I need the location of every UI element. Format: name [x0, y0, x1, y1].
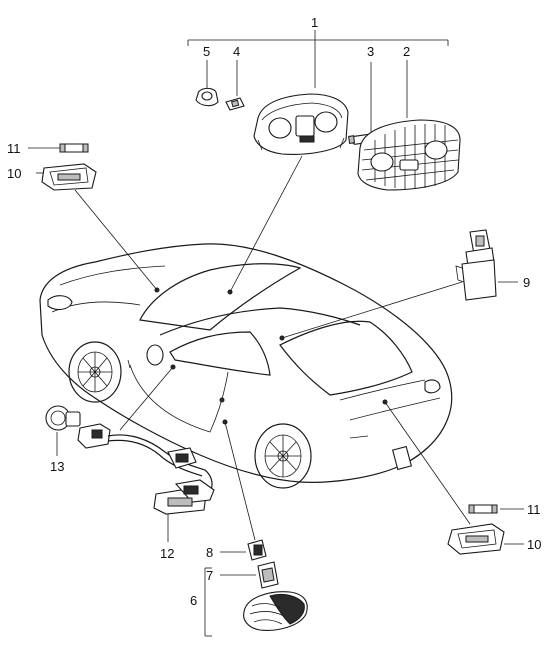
part-6-sill-light-assembly [204, 567, 308, 637]
callout-9: 9 [523, 275, 530, 290]
part-2-lens-cover [357, 60, 461, 191]
callout-7: 7 [206, 568, 213, 583]
callout-11-lower: 11 [527, 502, 541, 517]
callout-10-upper: 10 [7, 166, 21, 181]
part-12-connector [153, 479, 215, 542]
part-1-interior-light-housing [253, 93, 349, 155]
part-9-switch [281, 229, 518, 339]
callout-4: 4 [233, 44, 240, 59]
group-bracket-1 [187, 30, 449, 88]
callout-3: 3 [367, 44, 374, 59]
part-10-lamp-housing-lower [384, 401, 524, 555]
callout-1: 1 [311, 15, 318, 30]
wiring-harness [77, 366, 213, 493]
car-outline [39, 243, 453, 489]
part-11-bulb-upper [28, 143, 89, 153]
part-11-bulb-lower [468, 504, 524, 514]
callout-5: 5 [203, 44, 210, 59]
part-13-socket [45, 405, 81, 456]
part-7-lens [220, 561, 279, 589]
callout-2: 2 [403, 44, 410, 59]
callout-11-upper: 11 [7, 141, 21, 156]
leader-1 [229, 155, 303, 293]
part-5-bulb-holder [195, 60, 219, 107]
callout-10-lower: 10 [527, 537, 541, 552]
callout-6: 6 [190, 593, 197, 608]
part-8-bulb-holder [220, 421, 267, 561]
part-10-lamp-housing-upper [36, 163, 158, 291]
callout-8: 8 [206, 545, 213, 560]
callout-12: 12 [160, 546, 174, 561]
part-4-bulb [225, 60, 245, 111]
callout-labels: 1 2 3 4 5 6 7 8 9 10 10 11 11 12 13 [7, 15, 541, 608]
callout-13: 13 [50, 459, 64, 474]
